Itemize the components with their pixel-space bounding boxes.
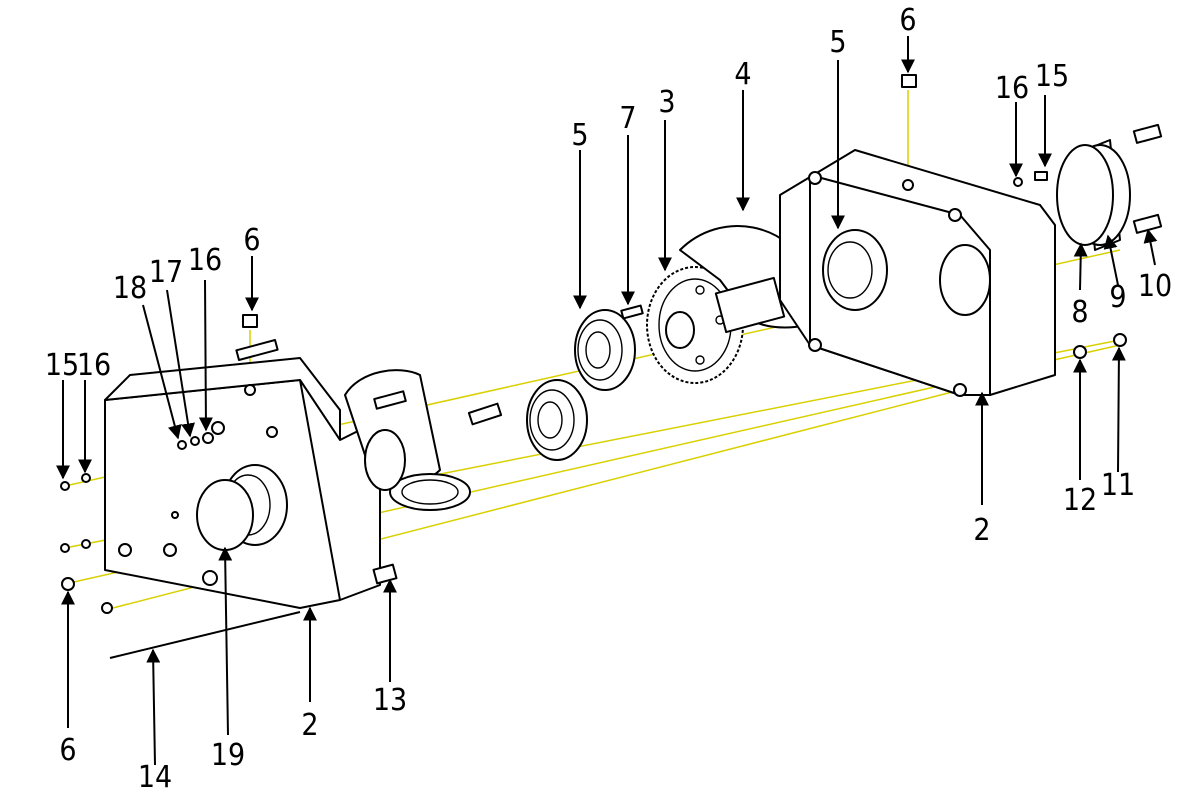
callout-10: 10 — [1138, 269, 1172, 304]
ball-bearing-left — [526, 379, 588, 461]
callout-3: 3 — [658, 85, 675, 120]
callout-16-right: 16 — [995, 71, 1029, 106]
callout-8: 8 — [1071, 295, 1088, 330]
callout-12: 12 — [1063, 483, 1097, 518]
callout-17: 17 — [149, 255, 183, 290]
callout-14: 14 — [138, 760, 172, 793]
leader-arrows — [56, 36, 1158, 766]
callout-18: 18 — [113, 271, 147, 306]
right-housing-half — [779, 149, 1056, 397]
callout-2-left: 2 — [301, 708, 318, 743]
callout-16-left: 16 — [77, 348, 111, 383]
callout-6-left-top: 6 — [243, 223, 260, 258]
callout-13: 13 — [373, 683, 407, 718]
callout-5-right: 5 — [829, 25, 846, 60]
callout-2-right: 2 — [973, 513, 990, 548]
callout-15-left: 15 — [45, 348, 79, 383]
left-gear-cluster — [344, 369, 503, 511]
callout-6-bottom: 6 — [59, 733, 76, 768]
callout-4: 4 — [734, 57, 751, 92]
callout-9: 9 — [1109, 280, 1126, 315]
left-housing-half — [104, 357, 381, 609]
callout-6-top: 6 — [899, 3, 916, 38]
bearing-in-right-housing — [822, 229, 888, 311]
callout-5-center: 5 — [571, 118, 588, 153]
callout-16-left-top: 16 — [188, 243, 222, 278]
tie-rod — [109, 611, 301, 659]
o-ring-right — [1056, 144, 1114, 246]
callout-7: 7 — [619, 101, 636, 136]
callout-15-right: 15 — [1035, 59, 1069, 94]
o-ring-left — [196, 479, 254, 551]
ball-bearing-center — [574, 309, 636, 391]
callout-19: 19 — [211, 738, 245, 773]
callout-labels: 6 5 16 15 4 3 7 5 18 17 16 6 15 16 8 9 1… — [45, 3, 1172, 793]
callout-11: 11 — [1101, 468, 1135, 503]
